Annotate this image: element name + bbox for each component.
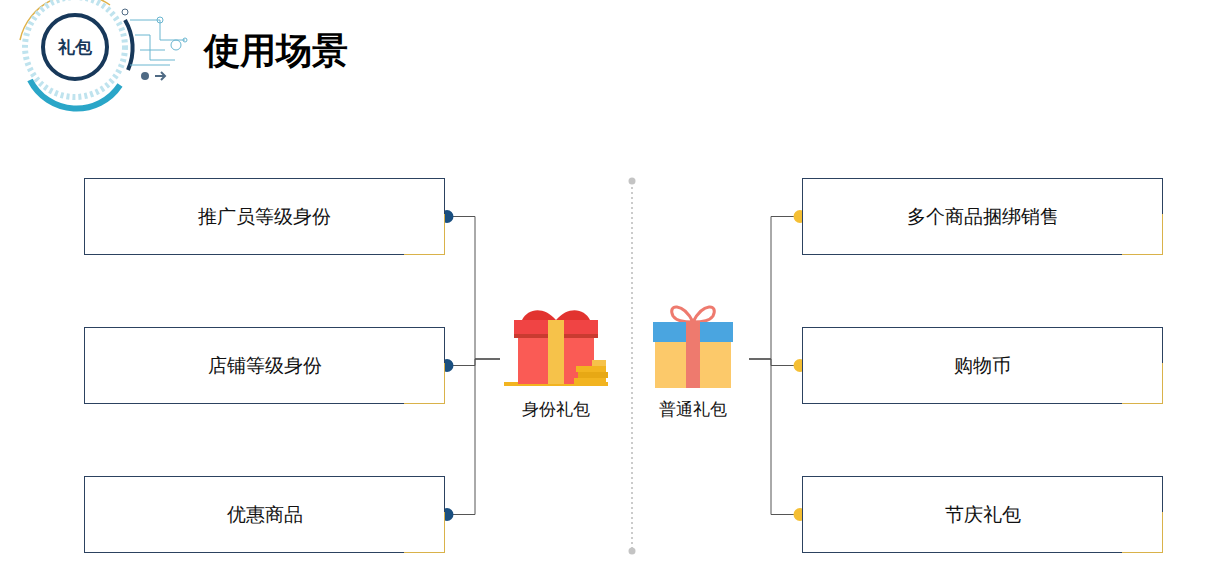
connector-line [749, 217, 802, 360]
gift-node: 普通礼包 [637, 298, 749, 421]
divider-line [629, 178, 636, 555]
connector-line [445, 217, 500, 360]
scenario-box: 优惠商品 [84, 476, 445, 553]
node-label: 多个商品捆绑销售 [907, 204, 1059, 230]
node-label: 购物币 [954, 353, 1011, 379]
gift-icon [500, 298, 612, 394]
scenario-box: 推广员等级身份 [84, 178, 445, 255]
node-label: 普通礼包 [659, 398, 727, 421]
bracket-connector [749, 359, 807, 521]
node-label: 礼包 [58, 36, 92, 59]
bracket-connector [441, 210, 501, 359]
bracket-connector [749, 210, 807, 359]
connector-line [749, 359, 802, 515]
connector-line [445, 359, 500, 515]
node-label: 优惠商品 [227, 502, 303, 528]
page-title: 使用场景 [204, 27, 348, 76]
scenario-box: 店铺等级身份 [84, 327, 445, 404]
bracket-connector [441, 359, 501, 372]
bracket-connector [441, 359, 501, 521]
logo-tech-art [20, 0, 187, 109]
node-label: 推广员等级身份 [198, 204, 331, 230]
gift-icon [637, 298, 749, 394]
node-label: 店铺等级身份 [208, 353, 322, 379]
gift-node: 身份礼包 [500, 298, 612, 421]
scenario-box: 购物币 [802, 327, 1163, 404]
node-label: 身份礼包 [522, 398, 590, 421]
node-label: 节庆礼包 [945, 502, 1021, 528]
scenario-box: 节庆礼包 [802, 476, 1163, 553]
logo-circle: 礼包 [41, 13, 109, 81]
bracket-connector [749, 359, 807, 372]
scenario-box: 多个商品捆绑销售 [802, 178, 1163, 255]
